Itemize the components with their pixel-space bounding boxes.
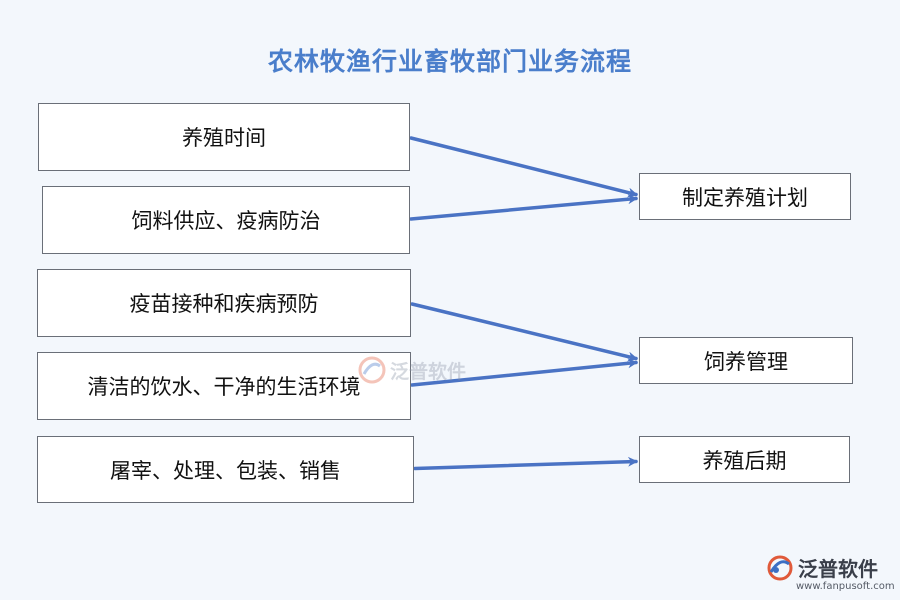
input-box-in1: 养殖时间 xyxy=(38,103,410,171)
arrow-in1-to-out1 xyxy=(409,136,638,198)
center-watermark: 泛普软件 xyxy=(358,356,466,384)
arrow-in3-to-out2 xyxy=(410,302,638,362)
input-label-in2: 饲料供应、疫病防治 xyxy=(131,209,321,233)
corner-watermark: 泛普软件 www.fanpusoft.com xyxy=(766,553,895,592)
input-label-in1: 养殖时间 xyxy=(182,126,266,150)
output-box-out3: 养殖后期 xyxy=(639,436,850,483)
output-label-out2: 饲养管理 xyxy=(704,349,788,374)
brand-logo-icon xyxy=(767,555,793,580)
corner-watermark-url: www.fanpusoft.com xyxy=(796,581,895,592)
input-box-in4: 清洁的饮水、干净的生活环境 xyxy=(37,352,411,420)
output-box-out1: 制定养殖计划 xyxy=(639,173,851,220)
input-box-in3: 疫苗接种和疾病预防 xyxy=(37,269,411,337)
center-watermark-name: 泛普软件 xyxy=(390,360,467,383)
diagram-title: 农林牧渔行业畜牧部门业务流程 xyxy=(267,47,632,76)
input-label-in3: 疫苗接种和疾病预防 xyxy=(129,292,319,316)
output-box-out2: 饲养管理 xyxy=(639,337,853,384)
input-box-in5: 屠宰、处理、包装、销售 xyxy=(37,436,414,503)
arrow-in4-to-out2 xyxy=(410,358,638,387)
input-label-in4: 清洁的饮水、干净的生活环境 xyxy=(87,375,361,399)
input-label-in5: 屠宰、处理、包装、销售 xyxy=(110,458,341,483)
output-label-out1: 制定养殖计划 xyxy=(682,185,808,210)
arrow-in5-to-out3 xyxy=(413,456,638,471)
output-label-out3: 养殖后期 xyxy=(702,448,787,473)
input-box-in2: 饲料供应、疫病防治 xyxy=(42,186,410,254)
corner-watermark-name: 泛普软件 xyxy=(798,557,878,581)
brand-logo-icon xyxy=(358,356,386,384)
arrow-in2-to-out1 xyxy=(409,194,638,221)
